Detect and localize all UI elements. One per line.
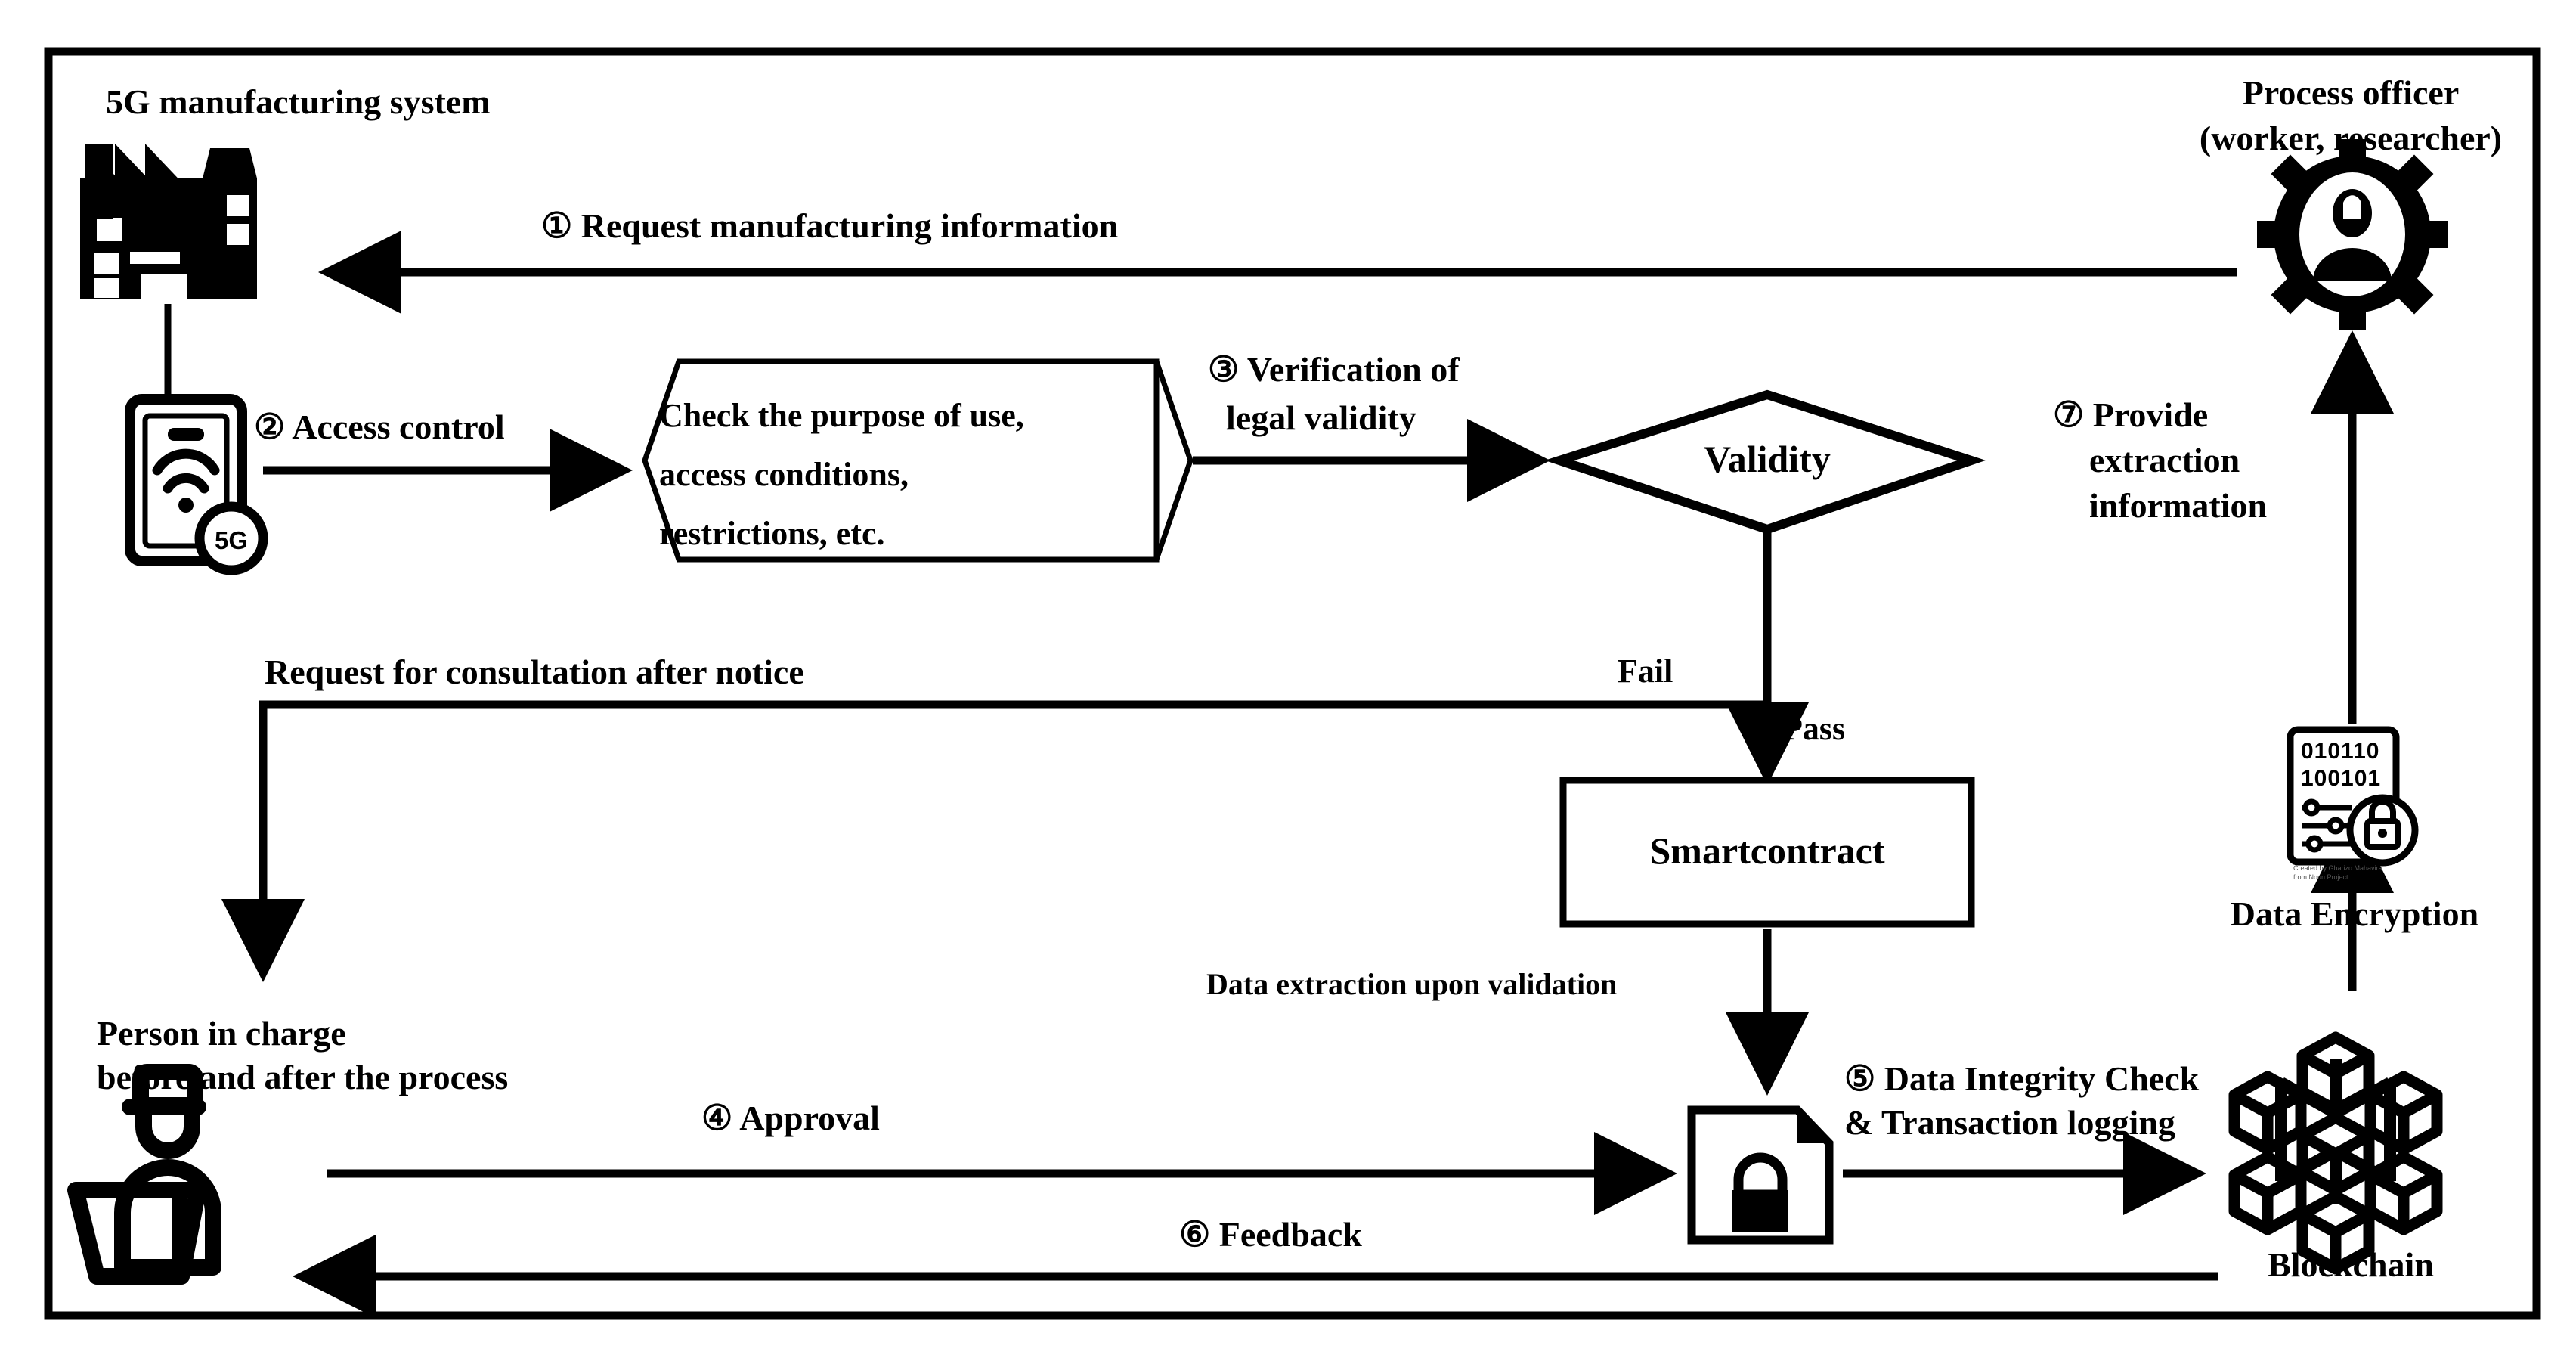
arrow-fail-consultation [221,700,1763,982]
data-encryption-icon [2287,726,2419,867]
manufacturing-system-label: 5G manufacturing system [106,82,491,121]
edge-label-step5-line1: ⑤ Data Integrity Check [1844,1059,2200,1098]
edge-label-step3-line1: ③ Verification of [1208,350,1460,389]
process-officer-label-line1: Process officer [2242,73,2460,112]
edge-label-step7-line3: information [2089,486,2268,525]
edge-label-step6: ⑥ Feedback [1179,1215,1362,1254]
factory-icon [80,144,257,299]
person-with-desk-icon [67,1064,221,1285]
outer-frame [44,47,2541,1320]
smartcontract-box [1559,777,1975,928]
data-encryption-binary-top: 010110 [2301,739,2380,764]
svg-text:5G: 5G [215,526,248,554]
data-encryption-binary-bottom: 100101 [2301,766,2382,791]
process-officer-label-line2: (worker, researcher) [2199,119,2503,157]
edge-label-pass: Pass [1782,710,1846,747]
edge-label-step7-line1: ⑦ Provide [2053,395,2209,434]
policy-check-hexagon-right-notch [1153,360,1194,561]
data-encryption-attribution-line2: from Noun Project [2293,873,2348,881]
blockchain-nodes-icon [2228,1031,2443,1275]
person-in-charge-line1: Person in charge [97,1014,346,1053]
data-encryption-attribution-line1: Created by Gharizo Mahavira [2293,864,2382,872]
validity-label: Validity [1704,438,1831,480]
policy-check-line2: access conditions, [659,456,909,493]
edge-label-consultation: Request for consultation after notice [265,653,804,691]
edge-label-step5-line2: & Transaction logging [1844,1103,2175,1142]
person-in-charge-line2: before and after the process [97,1058,509,1096]
mobile-5g-icon: 5G [125,394,268,575]
smartcontract-label: Smartcontract [1649,829,1885,872]
document-lock-icon [1687,1105,1834,1245]
edge-label-step1: ① Request manufacturing information [541,206,1119,245]
edge-label-data-extraction: Data extraction upon validation [1206,967,1618,1001]
blockchain-label: Blockchain [2268,1245,2434,1284]
data-encryption-label: Data Encryption [2230,894,2479,933]
gear-person-icon [2257,139,2448,330]
policy-check-line1: Check the purpose of use, [659,397,1024,434]
edge-label-step4: ④ Approval [701,1099,880,1137]
policy-check-hexagon [642,358,1160,563]
edge-label-step7-line2: extraction [2089,441,2240,479]
edge-label-fail: Fail [1618,653,1673,690]
policy-check-line3: restrictions, etc. [659,515,885,552]
validity-diamond [1544,389,1986,535]
edge-label-step2: ② Access control [254,408,505,446]
edge-label-step3-line2: legal validity [1226,398,1416,437]
